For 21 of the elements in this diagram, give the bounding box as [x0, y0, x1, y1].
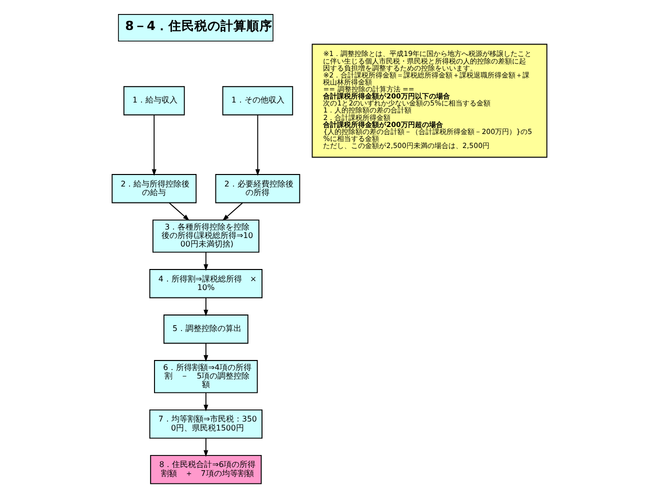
arrow	[168, 202, 190, 221]
arrow	[152, 114, 156, 176]
arrow	[204, 438, 208, 457]
node-box: 7．均等割額⇒市民税：3500円、県民税1500円	[149, 409, 262, 439]
node-box: ※1．調整控除とは、平成19年に国から地方へ税源が移譲したことに伴い生じる個人市民税・県民税と所得税の人的控除の差額に起因する負担増を調整するための控除をいいます。 ※2．合計課税所得金額＝課税総所得金額＋課税退職所得金額＋課税山林所得金額 == 調整控除の計算方法 == 合計課税所得金額が200万円以下の場合 次の1と2のいずれか少ない金額の5%に相当する金額 1．人的控除額の差の合計額 2．合計課税所得金額 合計課税所得金額が200万円超の場合 {人的控除額の差の合計額－（合計課税所得金額－200万円）}の5%に相当する金額 ただし、この金額が2,500円未満の場合は、2,500円	[312, 44, 548, 158]
node-box: 1．その他収入	[222, 86, 294, 116]
node-box: 4．所得割⇒課税総所得 ×10%	[149, 269, 262, 298]
arrow	[222, 202, 243, 221]
arrow	[204, 297, 208, 316]
arrow	[255, 114, 260, 176]
node-box: 3．各種所得控除を控除後の所得(課税総所得⇒1000円未満切捨)	[152, 220, 260, 253]
node-box: 2．給与所得控除後の給与	[112, 174, 197, 204]
node-box: 6．所得割額⇒4項の所得割 － 5項の調整控除額	[154, 360, 258, 394]
diagram-title: 8－4．住民税の計算順序	[125, 18, 273, 33]
node-box: 5．調整控除の算出	[163, 314, 248, 344]
arrow	[204, 342, 208, 362]
node-box: 2．必要経費控除後の所得	[215, 174, 300, 204]
arrow	[204, 392, 208, 412]
node-box: 8．住民税合計⇒6項の所得割額 ＋ 7項の均等割額	[150, 454, 262, 484]
arrow	[204, 252, 208, 271]
node-box: 1．給与収入	[123, 86, 185, 116]
